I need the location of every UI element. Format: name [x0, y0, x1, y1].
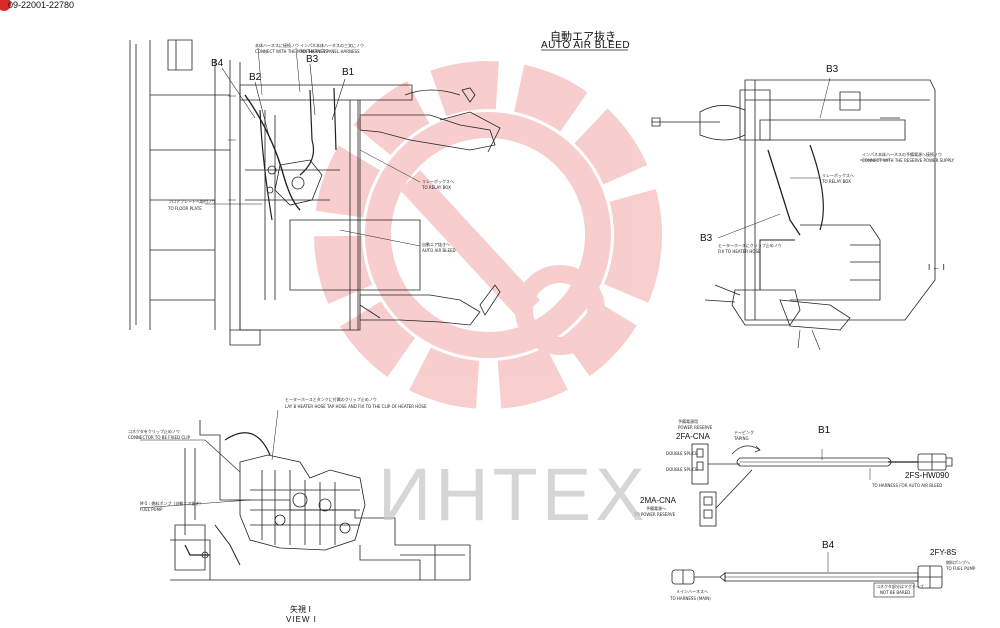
note-inline-jp: インパネ本体ハーネスの三叉にノウ — [300, 43, 364, 48]
note-connector-en: CONNECTOR TO BE FIXED CLIP — [128, 435, 191, 440]
label-b2: B2 — [249, 72, 262, 83]
label-b1-top-left: B1 — [342, 67, 355, 78]
watermark-text: ИНТЕХ — [378, 453, 649, 536]
power-reserve-jp: 予備電源用 — [678, 419, 698, 424]
to-power-reserve-jp: 予備電源へ — [646, 506, 666, 511]
top-right-assembly — [651, 77, 936, 351]
note-relay-right-en: TO RELAY BOX — [822, 179, 851, 184]
wiring-schematic — [671, 443, 953, 598]
connector-2fa-cna — [691, 443, 709, 485]
to-auto-bleed: TO HARNESS FOR AUTO AIR BLEED — [872, 483, 943, 488]
note-floor-jp: フロアプレートへ取付ノウ — [168, 199, 216, 204]
top-left-assembly — [129, 39, 501, 346]
taping-jp: テーピング — [734, 430, 754, 435]
connector-2ma-cna — [699, 491, 717, 527]
label-b1-schematic: B1 — [818, 425, 831, 436]
note-relay-jp: リレーボックスへ — [422, 179, 454, 184]
label-b4-schematic: B4 — [822, 540, 835, 551]
note-bleed-jp: 自動エア抜きへ — [422, 242, 450, 247]
note-relay-en: TO RELAY BOX — [422, 185, 451, 190]
to-fuel-pump-en: TO FUEL PUMP — [946, 566, 976, 571]
to-main-harness-jp: メインハーネスへ — [676, 589, 708, 594]
to-fuel-pump-jp: 燃料ポンプへ — [946, 560, 970, 565]
double-splice-a: DOUBLE SPLICE — [666, 451, 698, 456]
note-hose-en: CONNECT WITH THE MAIN HARNESS — [255, 49, 328, 54]
conn-2fs-hw090: 2FS-HW090 — [905, 471, 950, 480]
note-connector-jp: コネクタをクリップ止めノウ — [128, 429, 180, 434]
note-pump-jp: M-5 : 燃料ポンプ（自動エア抜き） — [140, 501, 204, 506]
to-main-harness-en: TO HARNESS (MAIN) — [670, 596, 711, 601]
note-reserve-jp: インパネ本体ハーネスの予備電源へ接続ノウ — [862, 152, 942, 157]
conn-2fa-cna: 2FA-CNA — [676, 432, 710, 441]
conn-2fy-8s: 2FY-8S — [930, 548, 957, 557]
harness-b1 — [736, 457, 892, 467]
note-heater-left-jp: ヒーターホースとタンクに付属のクリップ止めノウ — [285, 397, 377, 402]
view-label-jp: 矢視 I — [290, 605, 311, 614]
note-bleed-en: AUTO AIR BLEED — [422, 248, 456, 253]
bottom-left-assembly — [139, 409, 471, 581]
title-jp: 自動エア抜き — [550, 30, 616, 43]
note-heater-right-jp: ヒーターホースにクリップ止めノウ — [718, 243, 782, 248]
view-label-en: VIEW I — [286, 615, 317, 624]
label-b3-bottom-right: B3 — [700, 233, 713, 244]
note-inline-en: TO THE INST PANEL HARNESS — [300, 49, 360, 54]
label-b3-top-left: B3 — [306, 54, 319, 65]
title-en: AUTO AIR BLEED — [541, 40, 631, 51]
note-heater-left-en: LAY B HEATER HOSE TAP HOSE AND FIX TO TH… — [285, 404, 427, 409]
view-marker: I ← I — [928, 263, 945, 272]
note-floor-en: TO FLOOR PLATE — [168, 206, 202, 211]
note-hose-jp: 本体ハーネスに接続ノウ — [255, 43, 299, 48]
taping-en: TAPING — [734, 436, 749, 441]
label-b3-top-right: B3 — [826, 64, 839, 75]
conn-2ma-cna: 2MA-CNA — [640, 496, 677, 505]
label-b4-top: B4 — [211, 58, 224, 69]
not-used-jp: コネクタ部分はマグテープ — [876, 584, 924, 589]
to-power-reserve-en: TO POWER RESERVE — [634, 512, 676, 517]
double-splice-b: DOUBLE SPLICE — [666, 467, 698, 472]
note-pump-en: FUEL PUMP — [140, 507, 163, 512]
doc-number: 09-22001-22780 — [8, 0, 75, 10]
power-reserve-en: POWER RESERVE — [678, 425, 713, 430]
note-heater-right-en: FIX TO HEATER HOSE — [718, 249, 761, 254]
corner-badge-icon — [0, 0, 11, 11]
not-used-en: NOT BE BARED — [880, 590, 911, 595]
note-relay-right-jp: リレーボックスへ — [822, 173, 854, 178]
watermark-gear-logo — [314, 61, 662, 409]
note-reserve-en: CONNECT WITH THE RESERVE POWER SUPPLY — [862, 158, 955, 163]
